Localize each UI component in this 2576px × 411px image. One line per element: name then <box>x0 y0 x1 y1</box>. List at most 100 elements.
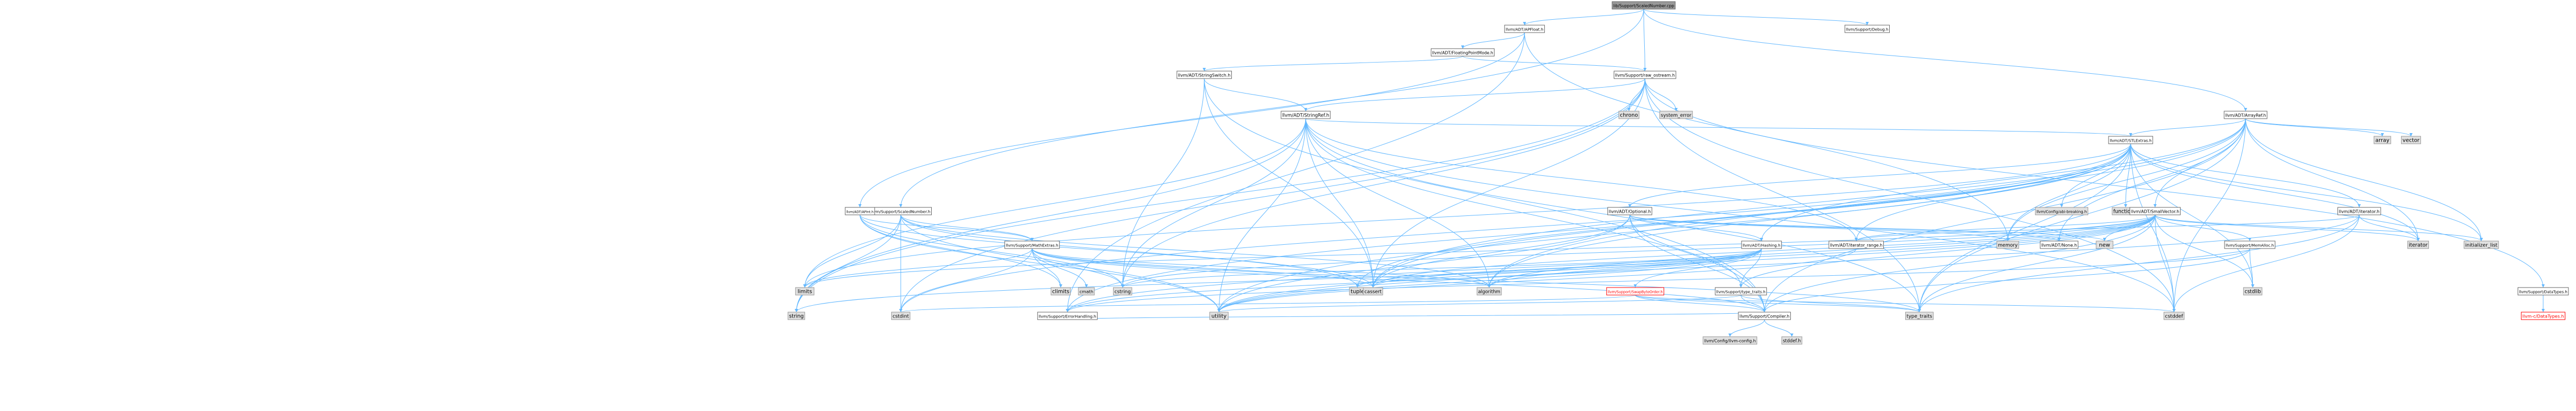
edge-apint-to-utility <box>860 214 1220 313</box>
node-box-cstring <box>1113 287 1132 296</box>
edge-arrowhead-swapbyte-to-cstdint <box>899 309 903 312</box>
edge-arrowhead-apfloat-to-apint <box>858 204 862 207</box>
node-optional[interactable]: llvm/ADT/Optional.h <box>1607 207 1652 215</box>
node-utility: utility <box>1209 312 1229 320</box>
node-label-iterrange: llvm/ADT/iterator_range.h <box>1830 243 1882 248</box>
node-stringref[interactable]: llvm/ADT/StringRef.h <box>1281 111 1331 119</box>
node-box-new <box>2096 241 2113 249</box>
node-abibreak: llvm/Config/abi-breaking.h <box>2035 207 2089 215</box>
node-box-swapbyte <box>1606 287 1665 296</box>
node-typetraits: type_traits <box>1905 312 1934 320</box>
node-stlextras[interactable]: llvm/ADT/STLExtras.h <box>2108 136 2153 144</box>
edge-arrowhead-rawos-to-datatypes <box>2541 284 2545 288</box>
node-strswitch[interactable]: llvm/ADT/StringSwitch.h <box>1176 71 1232 79</box>
node-mathextras[interactable]: llvm/Support/MathExtras.h <box>1004 241 1060 249</box>
node-label-stringref: llvm/ADT/StringRef.h <box>1282 113 1329 119</box>
edge-optional-to-typetraitsh <box>1629 214 1742 288</box>
node-iterator: iterator <box>2407 241 2429 249</box>
node-label-arrayref: llvm/ADT/ArrayRef.h <box>2225 113 2266 118</box>
node-label-cstdint: cstdint <box>893 314 909 320</box>
edge-arrayref-to-algorithm <box>1489 118 2246 288</box>
edge-mathextras-to-cstring <box>1032 248 1123 288</box>
node-fpmode[interactable]: llvm/ADT/FloatingPointMode.h <box>1431 48 1495 57</box>
node-label-initlist: initializer_list <box>2465 243 2498 249</box>
edge-rawos-to-cstring <box>1122 78 1645 288</box>
edge-arrowhead-root-to-arrayref <box>2244 108 2248 111</box>
node-apint[interactable]: llvm/ADT/APInt.h <box>845 207 875 215</box>
edge-strswitch-to-cstring <box>1122 78 1205 288</box>
node-label-cdatatypes: llvm-c/DataTypes.h <box>2523 314 2564 319</box>
edge-stlextras-to-memory <box>2007 143 2131 242</box>
node-arrayref[interactable]: llvm/ADT/ArrayRef.h <box>2224 111 2267 119</box>
edge-strswitch-to-cassert <box>1203 78 1374 288</box>
edge-arrayref-to-stlextras <box>2130 118 2246 137</box>
node-compiler[interactable]: llvm/Support/Compiler.h <box>1738 312 1791 320</box>
node-datatypes[interactable]: llvm/Support/DataTypes.h <box>2517 287 2569 296</box>
node-box-cdatatypes <box>2521 312 2566 320</box>
node-box-strswitch <box>1176 71 1232 79</box>
node-algorithm: algorithm <box>1476 287 1502 296</box>
node-label-cstddef: cstddef <box>2165 314 2183 320</box>
node-label-compiler: llvm/Support/Compiler.h <box>1739 314 1790 319</box>
node-label-algorithm: algorithm <box>1478 290 1500 295</box>
node-label-typetraits: type_traits <box>1906 314 1932 320</box>
edge-stringref-to-cassert <box>1305 118 1374 288</box>
edge-arrowhead-smallvec-to-initlist <box>2479 238 2483 241</box>
edge-arrowhead-hashing-to-string <box>794 309 798 312</box>
edge-arrowhead-smallvec-to-functional <box>2123 204 2127 207</box>
node-scaled[interactable]: llvm/Support/ScaledNumber.h <box>870 207 932 215</box>
node-cassert: cassert <box>1363 287 1383 296</box>
edge-apint-to-mathextras <box>860 214 1033 242</box>
edge-errhandling-to-compiler <box>1067 312 1765 320</box>
node-box-cassert <box>1363 287 1383 296</box>
node-memalloc[interactable]: llvm/Support/MemAlloc.h <box>2224 241 2275 249</box>
node-label-functional: functional <box>2113 209 2138 215</box>
edge-arrowhead-rawos-to-syserr <box>1674 108 1678 111</box>
node-debug[interactable]: llvm/Support/Debug.h <box>1844 25 1890 33</box>
edge-stlextras-to-iteratorh <box>2130 143 2360 208</box>
node-label-abibreak: llvm/Config/abi-breaking.h <box>2036 210 2087 214</box>
edge-stlextras-to-utility <box>1218 143 2131 313</box>
node-label-typetraitsh: llvm/Support/type_traits.h <box>1716 290 1766 294</box>
node-box-llvmconfig <box>1703 336 1758 345</box>
node-label-hashing: llvm/ADT/Hashing.h <box>1743 243 1781 248</box>
edge-arrowhead-apfloat-to-fpmode <box>1461 45 1465 49</box>
edge-scaled-to-utility <box>900 214 1220 313</box>
edge-root-to-scaled <box>900 9 1644 208</box>
edge-stringref-to-utility <box>1218 118 1306 313</box>
node-swapbyte[interactable]: llvm/Support/SwapByteOrder.h <box>1606 287 1665 296</box>
node-typetraitsh[interactable]: llvm/Support/type_traits.h <box>1715 287 1767 296</box>
node-errhandling[interactable]: llvm/Support/ErrorHandling.h <box>1037 312 1098 320</box>
edge-stlextras-to-tuple <box>1357 143 2131 288</box>
edge-hashing-to-string <box>796 248 1762 313</box>
edge-apfloat-to-fpmode <box>1462 32 1525 49</box>
edge-rawos-to-datatypes <box>1644 78 2544 288</box>
edge-arrowhead-smallvec-to-memory <box>2006 238 2010 241</box>
edge-apfloat-to-apint <box>860 32 1525 208</box>
node-label-cmath: cmath <box>1079 289 1093 294</box>
node-none[interactable]: llvm/ADT/None.h <box>2040 241 2079 249</box>
edge-arrayref-to-memory <box>2007 118 2246 242</box>
node-hashing[interactable]: llvm/ADT/Hashing.h <box>1741 241 1782 249</box>
edge-stringref-to-string <box>796 118 1306 313</box>
node-smallvec[interactable]: llvm/ADT/SmallVector.h <box>2129 207 2181 215</box>
node-tuple: tuple <box>1349 287 1366 296</box>
edge-apint-to-cstring <box>860 214 1123 288</box>
node-iteratorh[interactable]: llvm/ADT/iterator.h <box>2337 207 2381 215</box>
edge-mathextras-to-typetraits <box>1032 248 1920 313</box>
node-rawos[interactable]: llvm/Support/raw_ostream.h <box>1613 71 1676 79</box>
node-cdatatypes[interactable]: llvm-c/DataTypes.h <box>2521 312 2566 320</box>
node-apfloat[interactable]: llvm/ADT/APFloat.h <box>1504 25 1545 33</box>
edge-root-to-arrayref <box>1643 9 2246 112</box>
edge-smallvec-to-algorithm <box>1489 214 2156 288</box>
edge-arrayref-to-initlist <box>2245 118 2482 242</box>
node-iterrange[interactable]: llvm/ADT/iterator_range.h <box>1828 241 1884 249</box>
edge-scaled-to-limits <box>804 214 901 288</box>
node-root[interactable]: lib/Support/ScaledNumber.cpp <box>1612 1 1676 10</box>
node-label-smallvec: llvm/ADT/SmallVector.h <box>2131 210 2179 214</box>
node-label-swapbyte: llvm/Support/SwapByteOrder.h <box>1608 290 1663 294</box>
node-cstddef: cstddef <box>2164 312 2184 320</box>
node-label-array: array <box>2375 138 2389 144</box>
node-box-mathextras <box>1004 241 1060 249</box>
edge-stlextras-to-cassert <box>1373 143 2131 288</box>
